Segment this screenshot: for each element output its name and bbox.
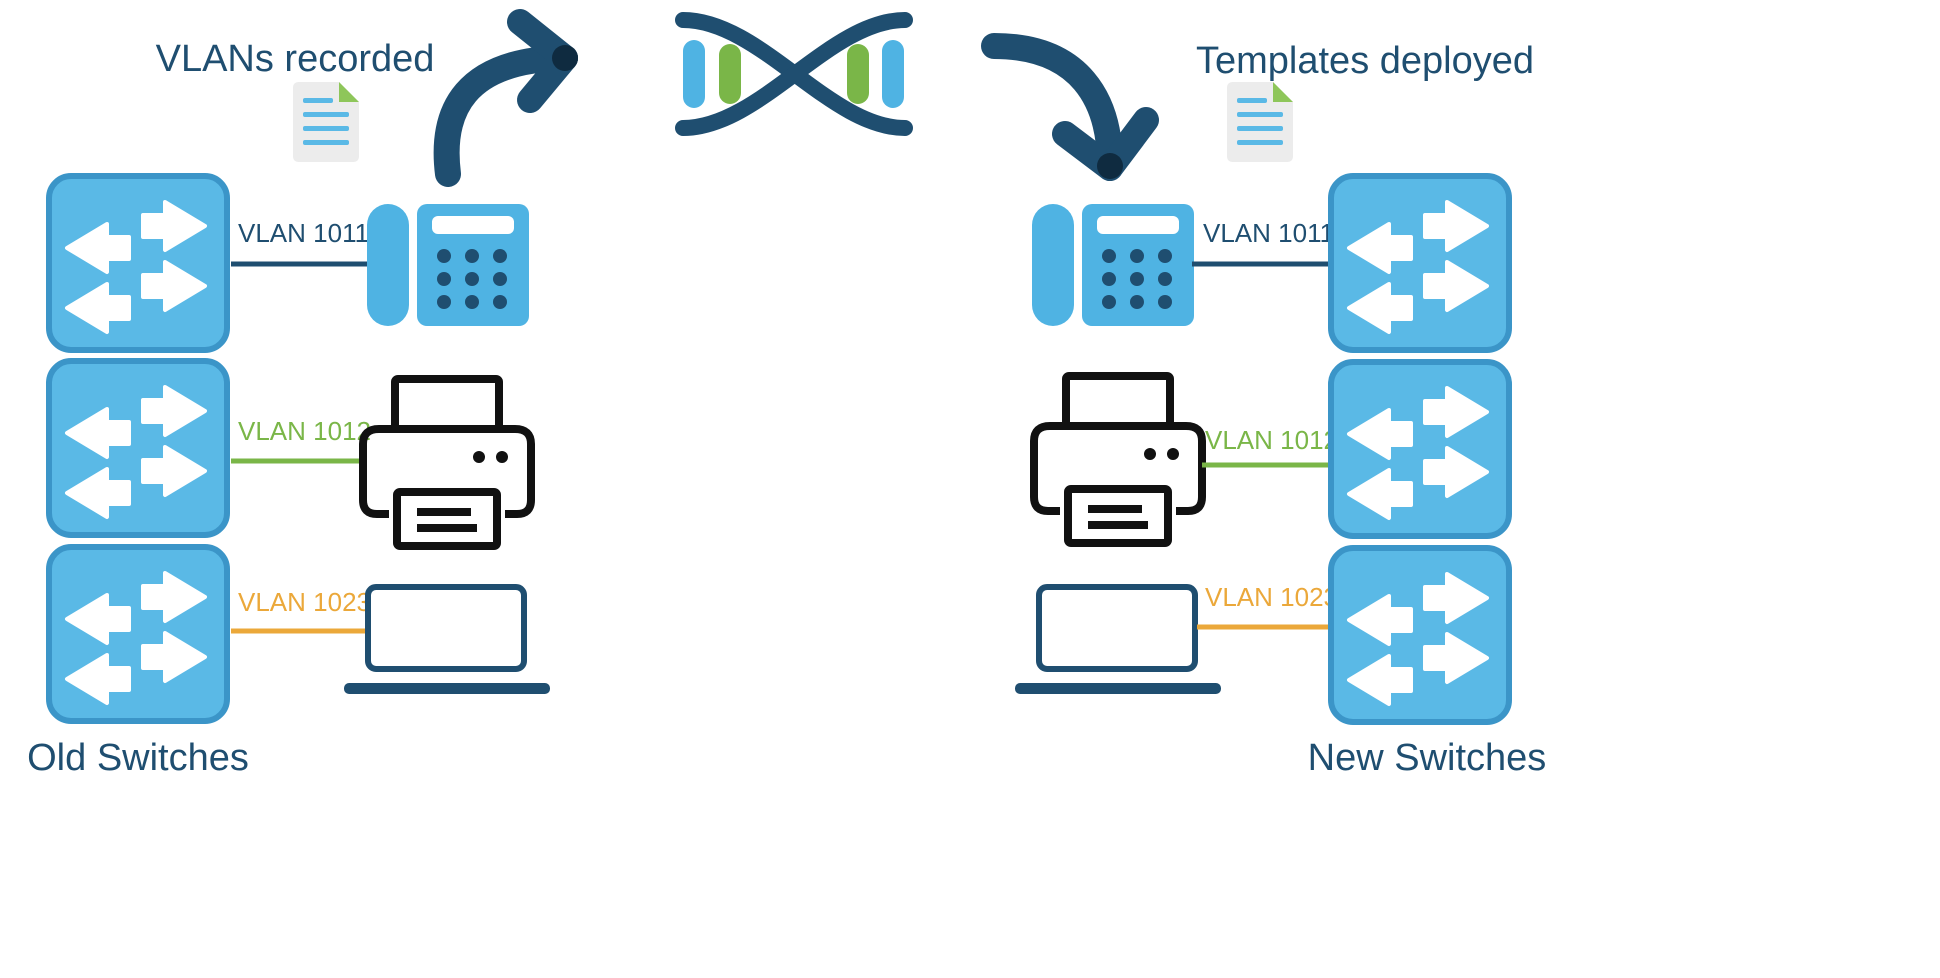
vlan-label: VLAN 1012: [1205, 425, 1338, 455]
printer-icon: [363, 379, 531, 546]
vlan-label: VLAN 1011: [1203, 218, 1334, 248]
templates-deployed-label: Templates deployed: [1196, 40, 1534, 82]
laptop-icon: [1015, 587, 1221, 694]
new-switches-group: [1331, 176, 1509, 722]
vlan-label: VLAN 1011: [238, 218, 369, 248]
curved-arrow-icon: [433, 9, 578, 187]
printer-icon: [1034, 376, 1202, 543]
network-switch-icon: [49, 361, 227, 535]
desk-phone-icon: [1032, 204, 1194, 326]
document-icon: [293, 82, 359, 162]
laptop-icon: [344, 587, 550, 694]
network-switch-icon: [49, 547, 227, 721]
vlan-label: VLAN 1012: [238, 416, 371, 446]
network-switch-icon: [1331, 548, 1509, 722]
old-switches-label: Old Switches: [27, 737, 249, 779]
dna-helix-logo: [675, 12, 913, 136]
curved-arrow-icon: [981, 33, 1159, 181]
document-icon: [1227, 82, 1293, 162]
network-switch-icon: [49, 176, 227, 350]
vlan-label: VLAN 1023: [238, 587, 371, 617]
network-switch-icon: [1331, 176, 1509, 350]
old-switches-group: [49, 176, 227, 721]
desk-phone-icon: [367, 204, 529, 326]
vlan-label: VLAN 1023: [1205, 582, 1338, 612]
new-switches-label: New Switches: [1308, 737, 1547, 779]
network-switch-icon: [1331, 362, 1509, 536]
vlans-recorded-label: VLANs recorded: [156, 38, 435, 80]
